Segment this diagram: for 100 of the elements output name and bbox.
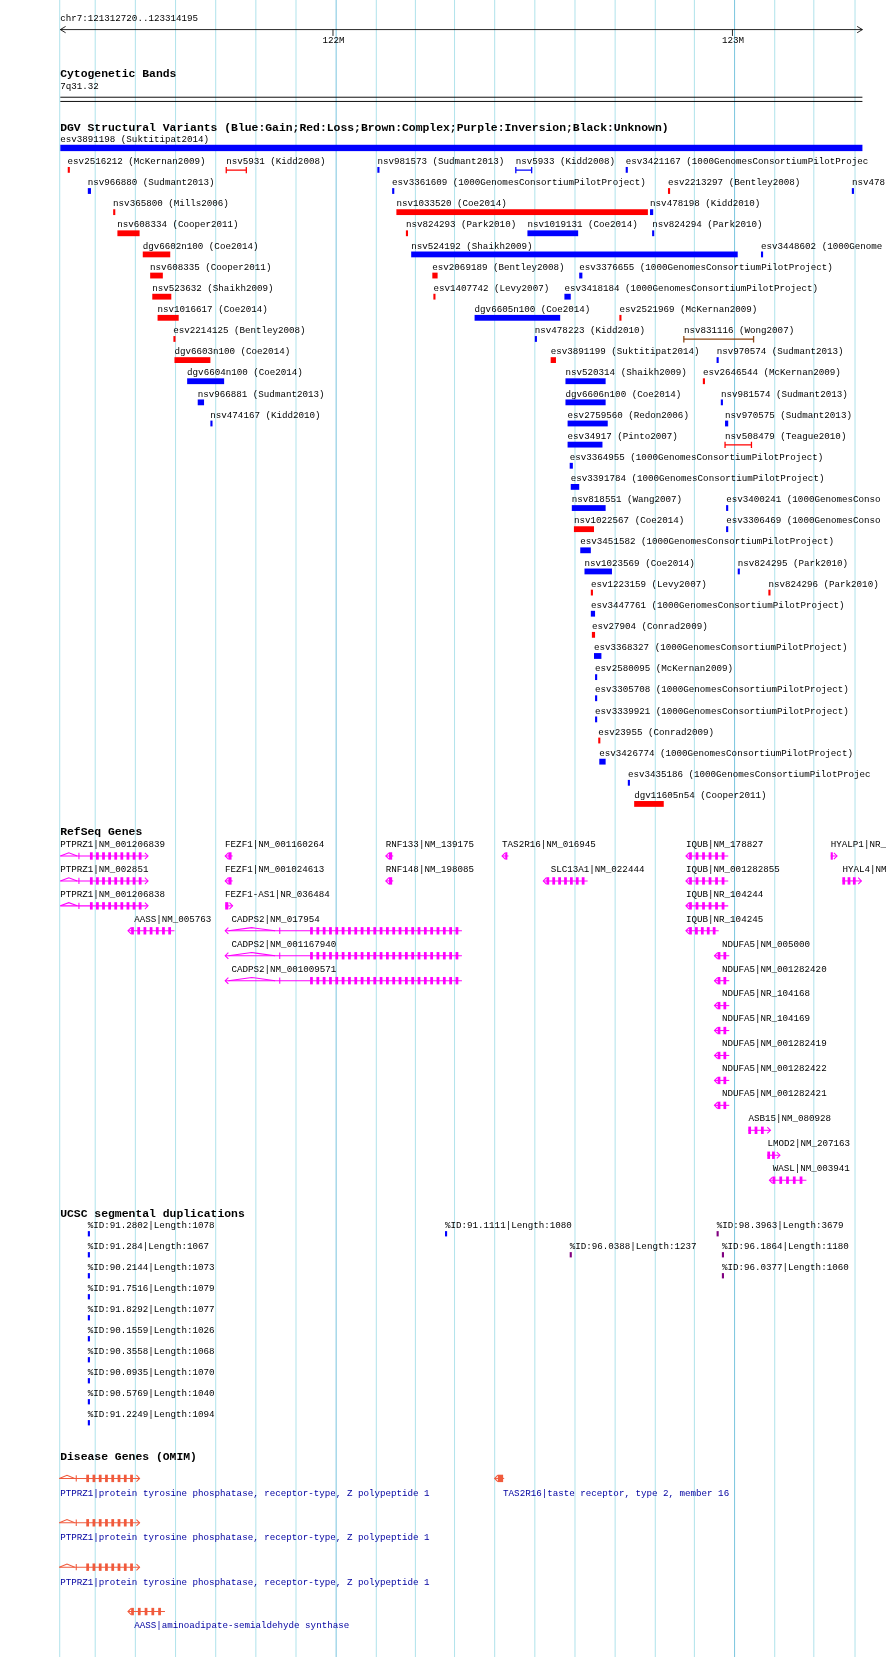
- variant-label: esv3451582 (1000GenomesConsortiumPilotProject): [580, 536, 834, 548]
- variant-label: esv2213297 (Bentley2008): [668, 177, 801, 188]
- variant-label: nsv1033520 (Coe2014): [396, 198, 507, 210]
- gene-label: PTPRZ1|NM_001206838: [60, 888, 165, 900]
- duplication-label: %ID:91.7516|Length:1079: [87, 1283, 215, 1295]
- variant-label: nsv508479 (Teague2010): [725, 430, 847, 442]
- gene-label: PTPRZ1|NM_001206839: [60, 838, 165, 850]
- variant-label: nsv478198 (Kidd2010): [650, 198, 761, 210]
- variant-label: nsv1016617 (Coe2014): [157, 303, 268, 315]
- variant-label: dgv6604n100 (Coe2014): [187, 367, 303, 379]
- gene-label: IQUB|NM_001282855: [686, 863, 780, 875]
- variant-label: nsv5933 (Kidd2008): [515, 155, 616, 167]
- variant-label: nsv981574 (Sudmant2013): [720, 388, 848, 400]
- variant-label: esv2759560 (Redon2006): [567, 409, 689, 421]
- gene-label: WASL|NM_003941: [772, 1163, 850, 1174]
- variant-label: esv3361609 (1000GenomesConsortiumPilotProject): [392, 177, 646, 188]
- variant-label: esv3448602 (1000Genome: [761, 240, 883, 252]
- variant-label: dgv11605n54 (Cooper2011): [634, 790, 767, 802]
- variant-label: dgv6603n100 (Coe2014): [174, 346, 291, 358]
- variant-label: esv2646544 (McKernan2009): [702, 367, 841, 379]
- variant-label: nsv1019131 (Coe2014): [527, 219, 638, 231]
- variant-label: esv3400241 (1000GenomesConso: [726, 494, 881, 506]
- variant-label: esv3426774 (1000GenomesConsortiumPilotProject): [599, 747, 853, 759]
- gene-label: NDUFA5|NM_001282420: [721, 963, 827, 975]
- duplication-label: %ID:96.0388|Length:1237: [569, 1241, 697, 1253]
- gene-label: LMOD2|NM_207163: [767, 1138, 851, 1150]
- variant-label: nsv524192 (Shaikh2009): [411, 240, 533, 252]
- gene-label: NDUFA5|NM_005000: [721, 938, 811, 950]
- duplication-label: %ID:96.1864|Length:1180: [721, 1241, 849, 1253]
- variant-label: esv1223159 (Levy2007): [590, 578, 707, 590]
- gene-label: FEZF1-AS1|NR_036484: [225, 888, 330, 900]
- variant-label: nsv831116 (Wong2007): [683, 325, 795, 336]
- gene-label: SLC13A1|NM_022444: [550, 863, 645, 875]
- track-title: UCSC segmental duplications: [60, 1207, 245, 1221]
- variant-label: nsv966880 (Sudmant2013): [87, 177, 215, 188]
- variant-label: esv3339921 (1000GenomesConsortiumPilotProject): [595, 705, 849, 717]
- duplication-label: %ID:91.284|Length:1067: [87, 1241, 209, 1253]
- track-title: Cytogenetic Bands: [60, 68, 177, 82]
- variant-label: nsv608335 (Cooper2011): [150, 261, 272, 273]
- variant-label: esv2214125 (Bentley2008): [173, 325, 306, 336]
- band-label: 7q31.32: [60, 80, 99, 92]
- duplication-label: %ID:91.1111|Length:1080: [445, 1220, 572, 1232]
- duplication-label: %ID:90.2144|Length:1073: [87, 1262, 215, 1274]
- duplication-label: %ID:91.8292|Length:1077: [87, 1304, 215, 1316]
- variant-label: nsv970574 (Sudmant2013): [716, 346, 844, 358]
- variant-label: nsv824296 (Park2010): [768, 578, 879, 590]
- variant-label: esv3447761 (1000GenomesConsortiumPilotProject): [590, 599, 845, 611]
- variant-label: esv3418184 (1000GenomesConsortiumPilotProject): [564, 282, 818, 294]
- variant-label: nsv608334 (Cooper2011): [117, 219, 239, 231]
- variant-label: nsv824293 (Park2010): [405, 219, 517, 231]
- gene-label: ASB15|NM_080928: [748, 1113, 832, 1125]
- variant-label: nsv478223 (Kidd2010): [534, 325, 646, 336]
- gene-label: FEZF1|NM_001160264: [225, 838, 325, 850]
- variant-label: nsv523632 (Shaikh2009): [152, 282, 274, 294]
- variant-label: esv34917 (Pinto2007): [567, 430, 678, 442]
- disease-label: PTPRZ1|protein tyrosine phosphatase, receptor-type, Z polypeptide 1: [60, 1532, 430, 1544]
- track-title: RefSeq Genes: [60, 826, 143, 840]
- variant-label: esv3364955 (1000GenomesConsortiumPilotProject): [569, 451, 824, 463]
- variant-label: esv23955 (Conrad2009): [598, 726, 715, 738]
- variant-label: esv3421167 (1000GenomesConsortiumPilotProjec: [625, 155, 869, 167]
- variant-label: dgv6606n100 (Coe2014): [565, 388, 682, 400]
- duplication-label: %ID:96.0377|Length:1060: [721, 1262, 849, 1274]
- variant-label: nsv970575 (Sudmant2013): [725, 409, 852, 421]
- variant-label: esv3306469 (1000GenomesConso: [726, 515, 881, 527]
- duplication-label: %ID:90.0935|Length:1070: [87, 1367, 215, 1379]
- variant-label: esv3305708 (1000GenomesConsortiumPilotProject): [595, 684, 849, 696]
- variant-label: esv2069189 (Bentley2008): [432, 261, 565, 273]
- gene-label: FEZF1|NM_001024613: [225, 863, 325, 875]
- gene-label: HYALP1|NR_: [830, 838, 886, 850]
- duplication-label: %ID:98.3963|Length:3679: [716, 1220, 844, 1232]
- gene-label: NDUFA5|NM_001282419: [721, 1038, 827, 1050]
- duplication-label: %ID:91.2802|Length:1078: [87, 1220, 215, 1232]
- variant-label: dgv6602n100 (Coe2014): [142, 240, 259, 252]
- variant-label: nsv474167 (Kidd2010): [210, 409, 321, 421]
- variant-label: nsv824295 (Park2010): [737, 557, 849, 569]
- variant-label: nsv1023569 (Coe2014): [584, 557, 695, 569]
- variant-label: esv27904 (Conrad2009): [591, 621, 708, 632]
- gene-label: RNF133|NM_139175: [385, 838, 474, 850]
- gene-label: NDUFA5|NR_104168: [721, 988, 811, 1000]
- gene-label: IQUB|NM_178827: [686, 838, 764, 850]
- variant-label: esv3391784 (1000GenomesConsortiumPilotProject): [570, 473, 825, 484]
- gene-label: NDUFA5|NM_001282421: [721, 1088, 827, 1100]
- gene-label: TAS2R16|NM_016945: [502, 838, 596, 850]
- coordinate-label: chr7:121312720..123314195: [60, 13, 199, 25]
- gene-label: IQUB|NR_104244: [686, 888, 764, 900]
- variant-label: esv3368327 (1000GenomesConsortiumPilotProject): [594, 642, 848, 654]
- duplication-label: %ID:90.3558|Length:1068: [87, 1346, 215, 1358]
- variant-label: nsv365800 (Mills2006): [113, 198, 229, 210]
- disease-label: TAS2R16|taste receptor, type 2, member 16: [503, 1487, 730, 1499]
- track-title: Disease Genes (OMIM): [60, 1450, 197, 1464]
- tick-label: 122M: [322, 35, 345, 47]
- disease-label: PTPRZ1|protein tyrosine phosphatase, receptor-type, Z polypeptide 1: [60, 1487, 430, 1499]
- tick-label: 123M: [721, 35, 744, 47]
- variant-label: esv2516212 (McKernan2009): [67, 155, 206, 167]
- variant-label: esv3891199 (Suktitipat2014): [550, 346, 700, 358]
- gene-label: AASS|NM_005763: [134, 913, 212, 925]
- variant-label: nsv824294 (Park2010): [652, 219, 763, 231]
- variant-label: esv2580095 (McKernan2009): [595, 663, 733, 675]
- variant-label: nsv818551 (Wang2007): [571, 494, 683, 506]
- variant-label: nsv966881 (Sudmant2013): [197, 388, 325, 400]
